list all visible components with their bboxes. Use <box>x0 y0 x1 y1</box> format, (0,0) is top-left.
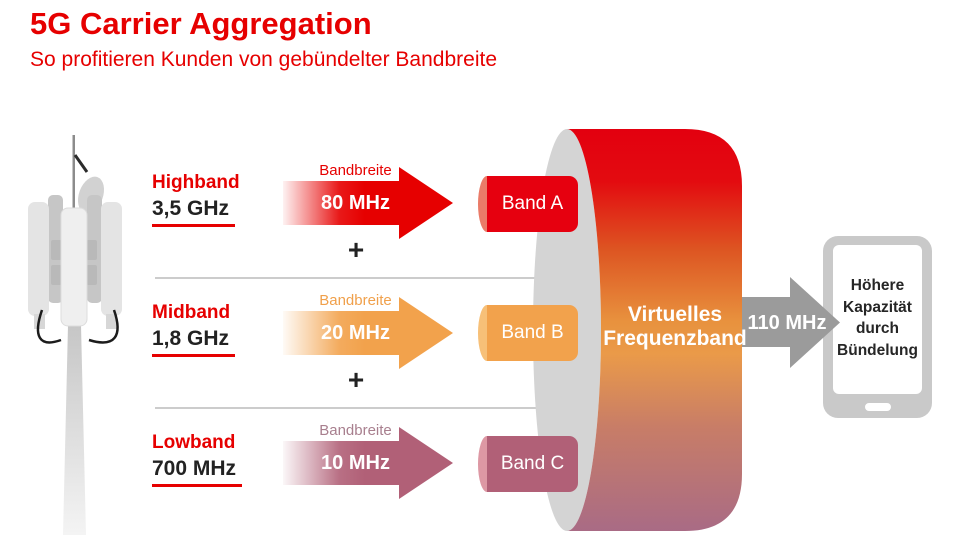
bandwidth-value-highband: 80 MHz <box>321 192 390 214</box>
divider-2 <box>155 407 537 409</box>
benefit-text: Höhere Kapazität durch Bündelung <box>837 277 918 359</box>
bandwidth-arrow-lowband <box>283 427 453 499</box>
band-a-label: Band A <box>501 193 564 214</box>
bandwidth-value-midband: 20 MHz <box>321 322 390 344</box>
band-b-cylinder: Band B <box>478 305 578 361</box>
bandwidth-arrow-highband <box>283 167 453 239</box>
band-name-highband: Highband <box>152 172 240 193</box>
band-name-midband: Midband <box>152 302 231 323</box>
virtual-band-label-line2: Frequenzband <box>603 327 747 350</box>
page-title: 5G Carrier Aggregation <box>30 6 372 41</box>
cell-tower-icon <box>28 135 122 535</box>
band-name-lowband: Lowband <box>152 432 236 453</box>
smartphone-icon: Höhere Kapazität durch Bündelung <box>823 236 932 418</box>
band-c-body <box>487 436 578 492</box>
bandwidth-label-midband: Bandbreite <box>319 292 392 309</box>
band-b-body <box>487 305 578 361</box>
band-a-body <box>487 176 578 232</box>
output-arrow <box>737 277 840 368</box>
plus-sign-2: + <box>347 364 365 395</box>
output-bandwidth-value: 110 MHz <box>747 312 827 334</box>
smartphone-home-button <box>864 403 891 411</box>
bandwidth-label-highband: Bandbreite <box>319 162 392 179</box>
band-frequency-lowband: 700 MHz <box>152 457 243 487</box>
band-frequency-midband: 1,8 GHz <box>152 327 236 357</box>
band-c-label: Band C <box>500 453 565 474</box>
plus-sign-1: + <box>347 234 365 265</box>
divider-1 <box>155 277 537 279</box>
band-b-label: Band B <box>501 322 564 343</box>
bandwidth-label-lowband: Bandbreite <box>319 422 392 439</box>
bandwidth-value-lowband: 10 MHz <box>321 452 390 474</box>
band-c-cylinder: Band C <box>478 436 578 492</box>
band-a-cylinder: Band A <box>478 176 578 232</box>
smartphone-screen: Höhere Kapazität durch Bündelung <box>833 245 922 394</box>
virtual-band-label: Virtuelles Frequenzband <box>595 303 755 351</box>
page-subtitle: So profitieren Kunden von gebündelter Ba… <box>30 48 498 71</box>
virtual-band-label-line1: Virtuelles <box>627 303 723 326</box>
band-frequency-highband: 3,5 GHz <box>152 197 236 227</box>
bandwidth-arrow-midband <box>283 297 453 369</box>
